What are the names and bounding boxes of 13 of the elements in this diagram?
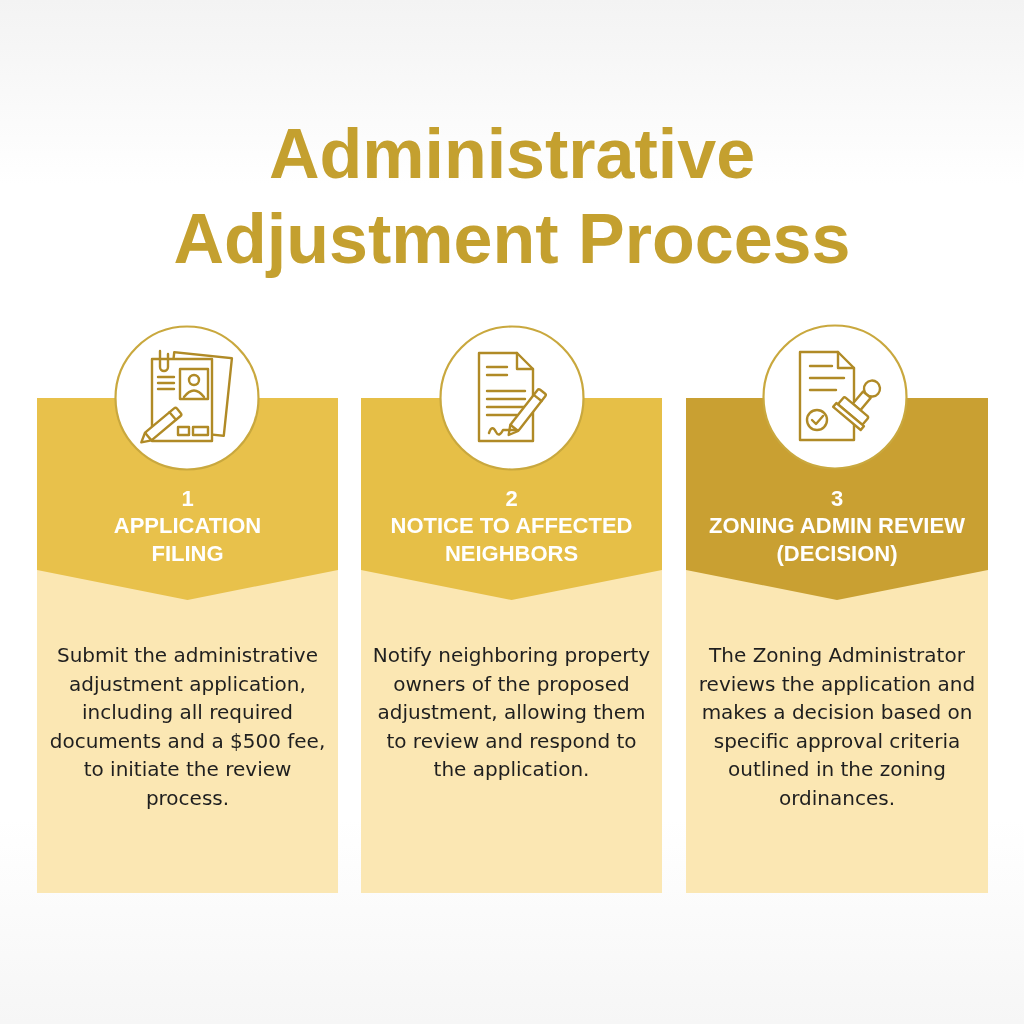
step-heading: ZONING ADMIN REVIEW (DECISION) bbox=[708, 512, 966, 568]
step-card bbox=[361, 398, 662, 893]
step-number: 2 bbox=[505, 486, 518, 512]
step-number: 3 bbox=[830, 486, 844, 512]
step-heading: APPLICATION FILING bbox=[112, 512, 263, 568]
step-description: Notify neighboring property owners of the proposed adjustment, allowing them to review and respond to the application. bbox=[371, 642, 652, 783]
step-heading: NOTICE TO AFFECTED NEIGHBORS bbox=[389, 512, 634, 568]
step-card bbox=[686, 398, 988, 893]
step-card bbox=[37, 398, 338, 893]
diagram-title: Administrative Adjustment Process bbox=[172, 114, 852, 280]
step-description: Submit the administrative adjustment application, including all required documents and a $500 fee, to initiate the review process. bbox=[48, 642, 327, 812]
step-number: 1 bbox=[181, 486, 194, 512]
step-description: The Zoning Administrator reviews the application and makes a decision based on specific approval criteria outlined in the zoning ordinances. bbox=[697, 642, 977, 812]
